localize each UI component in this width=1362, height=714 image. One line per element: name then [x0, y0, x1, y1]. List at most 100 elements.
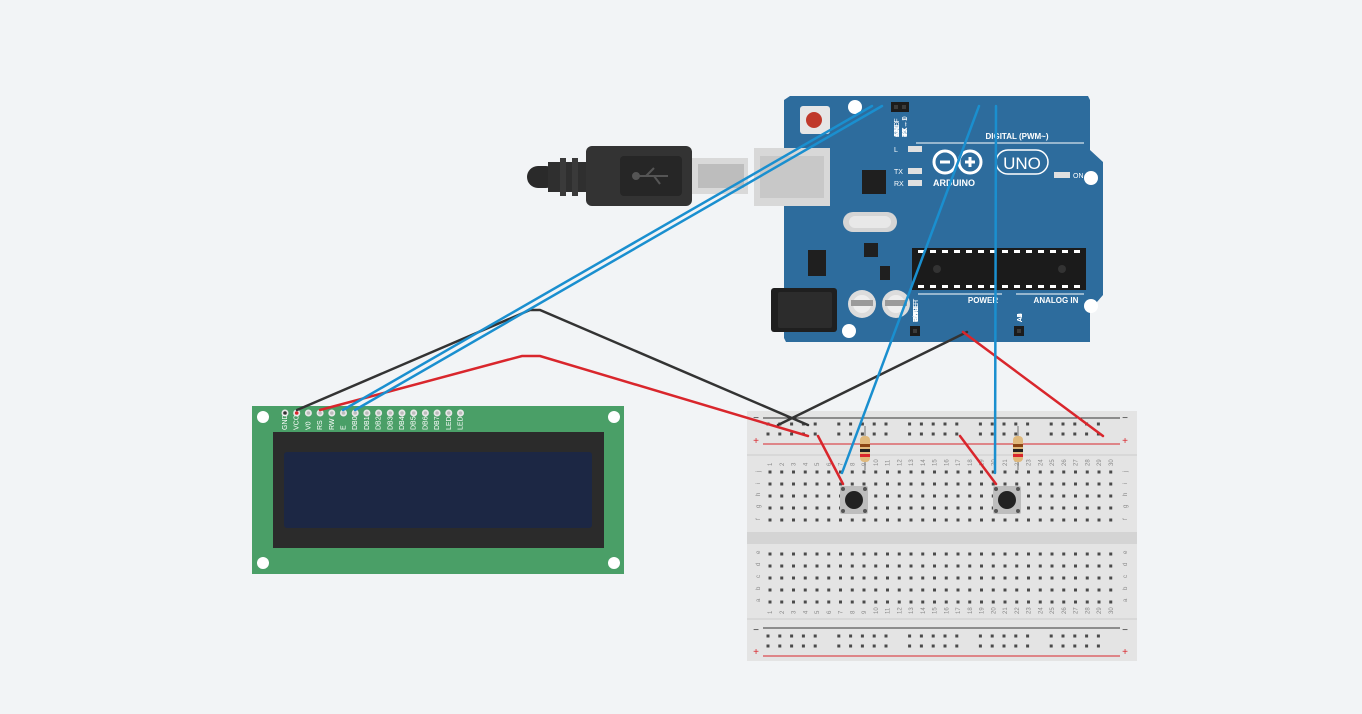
- row-label: b: [1123, 586, 1129, 590]
- row-label: d: [1123, 563, 1129, 566]
- column-label: 27: [1074, 607, 1080, 614]
- resistor[interactable]: [1013, 426, 1023, 470]
- led-l: [908, 146, 922, 152]
- wire-button-signal[interactable]: [993, 104, 998, 475]
- rail-symbol: −: [753, 413, 759, 424]
- row-label: f: [756, 518, 762, 520]
- wire-button-power[interactable]: [958, 434, 998, 486]
- row-label: d: [756, 563, 762, 566]
- lcd-screen: [284, 452, 592, 528]
- column-label: 22: [1015, 607, 1021, 614]
- pin-label: ~9: [894, 129, 901, 137]
- rail-symbol: +: [1122, 436, 1128, 447]
- column-label: 20: [991, 607, 997, 614]
- lcd-pin-label: RS: [317, 420, 324, 430]
- column-label: 30: [1109, 459, 1115, 466]
- wire-lcd-e[interactable]: [353, 104, 884, 412]
- model-label: UNO: [1003, 154, 1041, 173]
- pin-label: A4: [1017, 313, 1024, 322]
- mount-hole: [1084, 299, 1098, 313]
- column-label: 1: [768, 462, 774, 466]
- pin-label: GND: [894, 121, 901, 137]
- reset-button[interactable]: [800, 106, 830, 134]
- row-label: j: [756, 471, 762, 473]
- wire-gnd-lcd[interactable]: [295, 308, 810, 427]
- column-label: 19: [980, 459, 986, 466]
- rail-symbol: −: [1122, 625, 1128, 636]
- column-label: 2: [780, 610, 786, 614]
- lcd-pin-label: LED: [458, 416, 465, 430]
- wire-lcd-rs[interactable]: [341, 104, 874, 412]
- push-button[interactable]: [993, 486, 1021, 514]
- on-label: ON: [1073, 173, 1084, 180]
- lcd-pin-label: DB3: [387, 416, 394, 430]
- row-label: f: [1123, 518, 1129, 520]
- column-label: 5: [815, 462, 821, 466]
- wire-button-signal[interactable]: [840, 104, 981, 475]
- wire-5v-board[interactable]: [961, 330, 1105, 438]
- column-label: 10: [874, 607, 880, 614]
- rail-symbol: +: [753, 436, 759, 447]
- column-label: 18: [968, 607, 974, 614]
- row-label: e: [756, 550, 762, 554]
- mount-hole: [257, 411, 269, 423]
- column-label: 9: [862, 610, 868, 614]
- column-label: 8: [850, 610, 856, 614]
- column-label: 8: [850, 462, 856, 466]
- pin-label: TX→1: [902, 117, 909, 137]
- lcd-pin-label: DB7: [434, 416, 441, 430]
- column-label: 12: [897, 459, 903, 466]
- push-button[interactable]: [840, 486, 868, 514]
- pin-label: GND: [913, 306, 920, 322]
- resistor[interactable]: [860, 426, 870, 470]
- column-label: 29: [1097, 459, 1103, 466]
- led-label: L: [894, 147, 898, 154]
- column-label: 12: [897, 607, 903, 614]
- row-label: c: [756, 575, 762, 578]
- wire-button-power[interactable]: [816, 434, 845, 486]
- wire-5v-lcd[interactable]: [318, 354, 810, 438]
- column-label: 2: [780, 462, 786, 466]
- lcd-pin-label: VCC: [294, 415, 301, 430]
- column-label: 27: [1074, 459, 1080, 466]
- row-label: i: [1123, 483, 1129, 484]
- breadboard[interactable]: 1122334455667788991010111112121313141415…: [747, 411, 1137, 661]
- atmega-microcontroller: [912, 248, 1086, 290]
- rail-symbol: −: [753, 625, 759, 636]
- column-label: 16: [944, 607, 950, 614]
- rail-symbol: +: [1122, 647, 1128, 658]
- mount-hole: [608, 557, 620, 569]
- column-label: 11: [886, 459, 892, 466]
- pin-label: AREF: [894, 118, 901, 137]
- column-label: 10: [874, 459, 880, 466]
- pin-label: A5: [1017, 313, 1024, 322]
- lcd-pin-label: DB0: [352, 416, 359, 430]
- column-label: 23: [1027, 459, 1033, 466]
- lcd-pin-label: DB6: [422, 416, 429, 430]
- column-label: 1: [768, 610, 774, 614]
- digital-header-label: DIGITAL (PWM~): [985, 132, 1048, 141]
- usb-symbol-icon: [632, 167, 668, 185]
- pin-label: GND: [913, 306, 920, 322]
- pin-label: A2: [1017, 313, 1024, 322]
- column-label: 6: [827, 462, 833, 466]
- row-label: g: [1123, 505, 1129, 508]
- column-label: 6: [827, 610, 833, 614]
- row-label: i: [756, 483, 762, 484]
- row-label: b: [756, 586, 762, 590]
- pin-label: IOREF: [913, 301, 920, 322]
- wire-gnd-board[interactable]: [776, 330, 969, 427]
- pin-label: A3: [1017, 313, 1024, 322]
- column-label: 14: [921, 607, 927, 614]
- row-label: j: [1123, 471, 1129, 473]
- pin-label: ~6: [902, 129, 909, 137]
- column-label: 26: [1062, 607, 1068, 614]
- row-label: a: [1123, 598, 1129, 602]
- row-label: a: [756, 598, 762, 602]
